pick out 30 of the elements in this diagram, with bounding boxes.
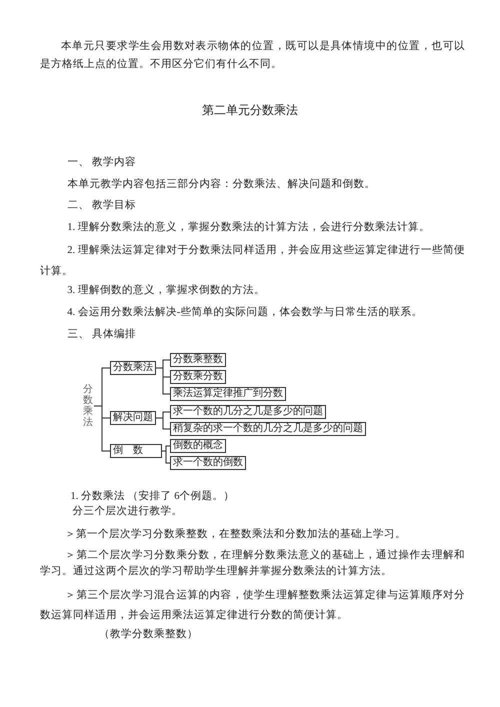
topic-box: 稍复杂的求一个数的几分之几是多少的问题 <box>170 422 366 436</box>
text-paragraph: 3. 理解倒数的意义，掌握求倒数的方法。 <box>66 283 266 298</box>
text-paragraph: 本单元只要求学生会用数对表示物体的位置，既可以是具体情境中的位置，也可以是方格纸上点的位置。不用区分它们有什么不同。 <box>40 39 465 72</box>
topic-box: 乘法运算定律推广到分数 <box>170 387 286 401</box>
topic-box: 解决问题 <box>110 411 156 425</box>
text-paragraph: （教学分数乘整数） <box>98 627 199 642</box>
text-paragraph: 二、 教学目标 <box>66 198 137 213</box>
text-paragraph: 本单元教学内容包括三部分内容：分数乘法、解决问题和倒数。 <box>66 177 376 192</box>
page-title: 第二单元分数乘法 <box>201 102 299 119</box>
text-paragraph: 4. 会运用分数乘法解决-些简单的实际问题，体会数学与日常生活的联系。 <box>66 305 424 320</box>
text-paragraph: 一、 教学内容 <box>66 155 137 170</box>
topic-box: 倒 数 <box>110 444 162 458</box>
connector-line <box>156 418 170 430</box>
topic-box: 分数乘整数 <box>170 353 226 367</box>
text-paragraph: ＞第一个层次学习分数乘整数，在整数乘法和分数加法的基础上学习。 <box>64 527 408 542</box>
text-paragraph: ＞第二个层次学习分数乘分数，在理解分数乘法意义的基础上，通过操作去理解和学习。通过这两个层次的学习帮助学生理解并掌握分数乘法的计算方法。 <box>40 548 465 579</box>
text-paragraph: 2. 理解乘法运算定律对于分数乘法同样适用，并会应用这些运算定律进行一些简便计算。 <box>40 243 465 279</box>
text-paragraph: 三、 具体编排 <box>66 327 137 342</box>
connector-line <box>162 450 170 464</box>
topic-box: 求一个数的几分之几是多少的问题 <box>170 405 326 419</box>
topic-box: 倒数的概念 <box>170 439 226 453</box>
topic-box: 求一个数的倒数 <box>170 456 246 470</box>
text-paragraph: 分三个层次进行教学。 <box>72 504 184 519</box>
connector-line <box>94 406 110 452</box>
text-paragraph: 1. 分数乘法 （安排了 6个例题。） <box>69 489 236 504</box>
text-paragraph: ＞第三个层次学习混合运算的内容，使学生理解整数乘法运算定律与运算顺序对分数运算同样适用，并会运用乘法运算定律进行分数的简便计算。 <box>40 588 465 623</box>
topic-text: 分数乘法 <box>82 383 94 429</box>
topic-box: 分数乘法 <box>110 361 156 375</box>
topic-box: 分数乘分数 <box>170 370 226 384</box>
text-paragraph: 1. 理解分数乘法的意义，掌握分数乘法的计算方法，会进行分数乘法计算。 <box>66 220 431 235</box>
